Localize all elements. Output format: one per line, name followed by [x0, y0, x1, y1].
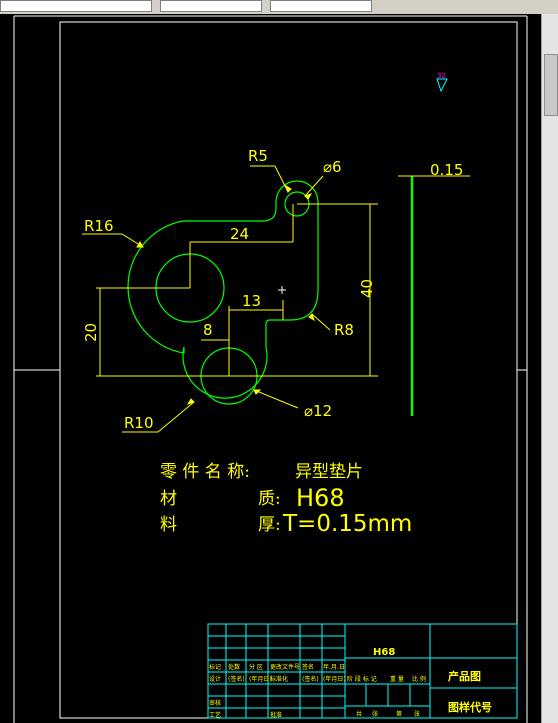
dim-phi12: ⌀12 — [304, 402, 332, 420]
tb-label-standard: 标准化 — [270, 675, 288, 683]
sheet-frame — [13, 15, 528, 723]
tb-label-scale: 比 例 — [412, 675, 426, 683]
dim-r8: R8 — [334, 321, 354, 339]
tb-label-review: 审核 — [209, 699, 221, 707]
tb-label-sign-1: (签名) — [228, 675, 245, 683]
note-thickness-label-1: 料 — [160, 515, 177, 535]
tb-material: H68 — [373, 647, 395, 658]
tb-label-weight: 重 量 — [390, 675, 404, 683]
dimensions — [82, 165, 470, 433]
tb-label-zone: 分 区 — [249, 663, 263, 671]
note-thickness-value: T=0.15mm — [282, 511, 412, 537]
ucs-triangle-icon: 32 — [436, 72, 448, 93]
scrollbar-thumb[interactable] — [544, 54, 558, 116]
drawing-canvas[interactable]: 32 — [0, 0, 541, 723]
dim-40: 40 — [358, 279, 376, 298]
tb-label-process: 工艺 — [209, 711, 221, 719]
tb-label-sheet-2: 张 — [414, 710, 420, 718]
tb-label-approve: 批准 — [270, 711, 282, 719]
toolbar-field-1[interactable] — [0, 0, 152, 12]
dim-13: 13 — [242, 292, 261, 310]
tb-label-no: 第 — [396, 710, 402, 718]
dim-r5: R5 — [248, 147, 268, 165]
dim-20: 20 — [82, 323, 100, 342]
crosshair-icon — [278, 286, 286, 294]
toolbar-field-3[interactable] — [270, 0, 372, 12]
dim-r10: R10 — [124, 414, 154, 432]
vertical-scrollbar[interactable] — [541, 14, 558, 723]
note-material-label-2: 质: — [258, 489, 281, 509]
tb-label-mark: 标记 — [209, 663, 221, 671]
dim-24: 24 — [230, 225, 249, 243]
toolbar-field-2[interactable] — [160, 0, 262, 12]
part-notes: 零 件 名 称: 异型垫片 材 质: H68 料 厚: T=0.15mm — [160, 462, 412, 537]
toolbar-strip — [0, 0, 558, 14]
note-material-label-1: 材 — [160, 489, 177, 509]
title-block-labels: 标记 处数 分 区 更改文件号 签名 年.月.日 设计 (签名) (年月日) 标… — [209, 647, 492, 719]
dim-8: 8 — [203, 321, 213, 339]
tb-label-date-2: (年月日) — [323, 675, 346, 683]
tb-label-date-1: (年月日) — [249, 675, 272, 683]
tb-label-design: 设计 — [209, 675, 221, 683]
tb-label-signature: 签名 — [302, 663, 314, 671]
dim-phi6: ⌀6 — [323, 158, 342, 176]
tb-label-change-doc: 更改文件号 — [270, 663, 300, 671]
dim-r16: R16 — [84, 217, 114, 235]
inner-border — [59, 21, 518, 719]
tb-label-total: 共 — [356, 710, 362, 718]
note-part-name-value: 异型垫片 — [295, 462, 363, 482]
svg-text:32: 32 — [437, 72, 446, 80]
note-part-name-label: 零 件 名 称: — [160, 462, 250, 482]
tb-label-sheet-1: 张 — [372, 710, 378, 718]
tb-label-stage: 阶 段 标 记 — [347, 675, 377, 683]
tb-label-date: 年.月.日 — [323, 663, 345, 671]
tb-drawing-code: 图样代号 — [448, 700, 492, 714]
dimension-labels: R5 ⌀6 0.15 R16 24 40 13 20 8 R8 R10 ⌀12 — [82, 147, 463, 432]
title-block — [207, 623, 518, 719]
tb-label-sign-2: (签名) — [302, 675, 319, 683]
dim-thickness: 0.15 — [430, 161, 463, 179]
part-contour — [127, 180, 319, 399]
note-material-value: H68 — [296, 484, 345, 512]
tb-label-count: 处数 — [228, 663, 240, 671]
note-thickness-label-2: 厚: — [258, 515, 281, 535]
tb-product-drawing: 产品图 — [448, 669, 481, 683]
